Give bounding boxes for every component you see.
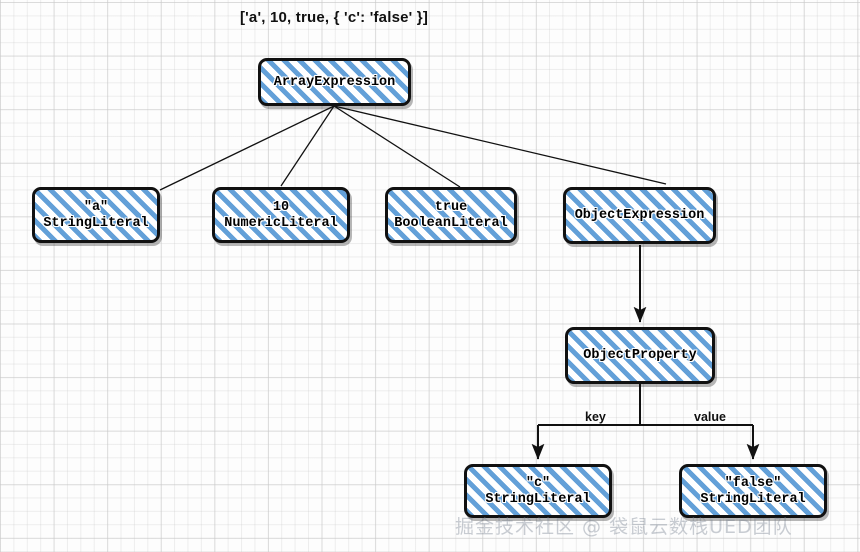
edge-array-to-string-a xyxy=(159,105,335,191)
watermark: 掘金技术社区 @ 袋鼠云数栈UED团队 xyxy=(455,516,793,538)
node-label-type: NumericLiteral xyxy=(224,215,338,231)
edge-array-to-object-expression xyxy=(333,105,667,185)
diagram-title: ['a', 10, true, { 'c': 'false' }] xyxy=(0,9,860,26)
node-label-type: StringLiteral xyxy=(485,491,591,507)
node-label-type: StringLiteral xyxy=(43,215,149,231)
node-label-type: BooleanLiteral xyxy=(394,215,508,231)
edge-array-to-numeric-10 xyxy=(280,105,335,187)
node-label-type: StringLiteral xyxy=(700,491,806,507)
node-string-literal-a[interactable]: "a" StringLiteral xyxy=(32,187,160,243)
node-object-property[interactable]: ObjectProperty xyxy=(565,327,715,384)
node-label-value: true xyxy=(434,199,468,215)
edge-array-to-boolean-true xyxy=(333,105,461,188)
node-numeric-literal-10[interactable]: 10 NumericLiteral xyxy=(212,187,350,243)
node-label-type: ArrayExpression xyxy=(273,74,396,90)
node-label-value: "a" xyxy=(83,199,109,215)
node-string-literal-false[interactable]: "false" StringLiteral xyxy=(679,464,827,518)
node-object-expression[interactable]: ObjectExpression xyxy=(563,187,716,244)
node-label-type: ObjectExpression xyxy=(574,208,705,223)
node-label-value: "c" xyxy=(525,475,551,491)
node-boolean-literal-true[interactable]: true BooleanLiteral xyxy=(385,187,517,243)
edge-label-value: value xyxy=(692,410,728,424)
node-string-literal-c[interactable]: "c" StringLiteral xyxy=(464,464,612,518)
edge-label-key: key xyxy=(583,410,608,424)
node-label-value: "false" xyxy=(724,475,782,491)
node-label-type: ObjectProperty xyxy=(583,348,697,363)
node-label-value: 10 xyxy=(272,199,290,215)
edge-array-to-children xyxy=(159,105,667,191)
diagram-title-text: ['a', 10, true, { 'c': 'false' }] xyxy=(239,9,429,26)
node-array-expression[interactable]: ArrayExpression xyxy=(258,58,411,106)
